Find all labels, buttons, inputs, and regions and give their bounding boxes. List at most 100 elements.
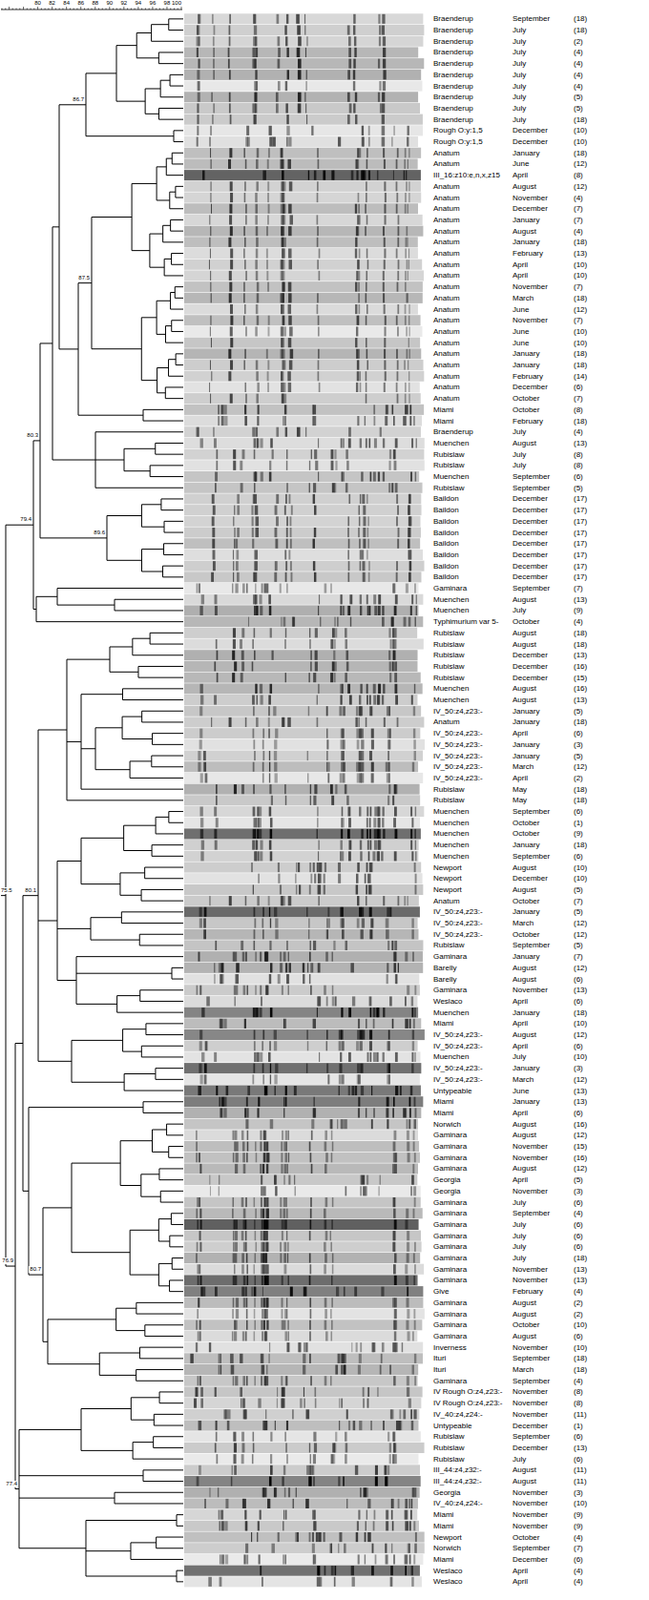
gel-band — [280, 226, 284, 236]
gel-band — [282, 416, 284, 426]
tree-branch — [174, 286, 184, 288]
gel-band — [385, 919, 390, 929]
gel-band — [377, 829, 381, 839]
gel-band — [407, 539, 411, 549]
gel-band — [340, 594, 343, 605]
gel-band — [397, 505, 399, 516]
gel-band — [411, 1052, 414, 1063]
gel-band — [286, 14, 289, 24]
gel-band — [286, 460, 288, 471]
gel-lane — [184, 36, 423, 47]
gel-band — [383, 337, 386, 348]
gel-band — [369, 751, 373, 761]
gel-band — [226, 1086, 230, 1096]
gel-band — [205, 1041, 209, 1051]
gel-band — [326, 729, 328, 739]
tree-branch — [114, 599, 184, 601]
gel-band — [347, 114, 351, 125]
gel-band — [282, 282, 285, 293]
gel-band — [382, 438, 385, 448]
gel-band — [253, 25, 257, 36]
gel-band — [397, 360, 399, 371]
gel-band — [388, 460, 391, 471]
gel-band — [254, 472, 256, 482]
gel-band — [211, 14, 214, 24]
gel-band — [408, 259, 410, 270]
gel-band — [289, 326, 293, 336]
gel-band — [253, 92, 257, 103]
gel-lane — [184, 628, 418, 639]
gel-band — [395, 438, 398, 448]
gel-band — [309, 974, 311, 984]
gel-band — [404, 394, 407, 404]
gel-band — [412, 1030, 415, 1041]
gel-band — [215, 449, 218, 460]
gel-band — [344, 639, 348, 649]
gel-band — [356, 896, 359, 906]
gel-band — [347, 527, 350, 538]
gel-band — [281, 337, 285, 348]
gel-band — [297, 92, 302, 103]
gel-band — [373, 1052, 377, 1063]
gel-band — [338, 1041, 342, 1051]
gel-band — [302, 963, 305, 973]
gel-band — [256, 438, 259, 448]
gel-band — [254, 584, 257, 594]
gel-band — [209, 249, 211, 259]
tree-branch — [129, 1275, 159, 1277]
gel-band — [239, 460, 243, 471]
gel-band — [281, 282, 285, 293]
gel-lane — [184, 594, 423, 606]
gel-band — [285, 404, 288, 415]
gel-band — [304, 25, 306, 36]
gel-band — [373, 1007, 377, 1018]
scale-tick — [177, 8, 179, 11]
gel-band — [360, 762, 364, 773]
gel-band — [318, 840, 320, 851]
gel-band — [255, 271, 258, 281]
gel-band — [373, 817, 377, 828]
gel-band — [344, 628, 348, 638]
gel-band — [389, 661, 392, 671]
gel-band — [212, 36, 215, 46]
gel-band — [341, 606, 344, 616]
gel-band — [360, 907, 364, 918]
gel-band — [283, 617, 287, 628]
gel-lane — [184, 1029, 425, 1041]
gel-band — [367, 259, 370, 270]
gel-band — [342, 739, 346, 750]
tree-branch — [131, 250, 150, 252]
gel-band — [308, 929, 310, 940]
tree-branch — [164, 532, 184, 534]
gel-band — [352, 996, 356, 1006]
gel-band — [328, 919, 331, 929]
tree-branch — [124, 448, 156, 450]
gel-band — [310, 795, 312, 806]
tree-branch — [71, 1040, 124, 1042]
gel-band — [412, 1041, 415, 1051]
gel-band — [200, 695, 204, 706]
gel-band — [287, 159, 291, 169]
gel-band — [416, 594, 418, 605]
gel-band — [211, 516, 215, 526]
tree-branch — [117, 1012, 184, 1014]
gel-band — [395, 829, 398, 839]
gel-lane — [184, 482, 423, 494]
tree-branch — [161, 509, 184, 511]
tree-branch — [175, 353, 184, 355]
gel-band — [403, 360, 406, 371]
gel-band — [348, 47, 352, 58]
tree-branch — [175, 364, 184, 366]
gel-band — [357, 226, 360, 236]
gel-band — [310, 985, 313, 996]
gel-band — [245, 159, 248, 169]
gel-band — [358, 271, 361, 281]
gel-band — [366, 304, 369, 315]
gel-band — [374, 606, 377, 616]
gel-band — [366, 159, 369, 169]
gel-band — [240, 941, 244, 951]
gel-band — [230, 259, 233, 270]
gel-band — [394, 661, 398, 671]
tree-branch — [78, 415, 144, 417]
gel-band — [362, 137, 365, 147]
